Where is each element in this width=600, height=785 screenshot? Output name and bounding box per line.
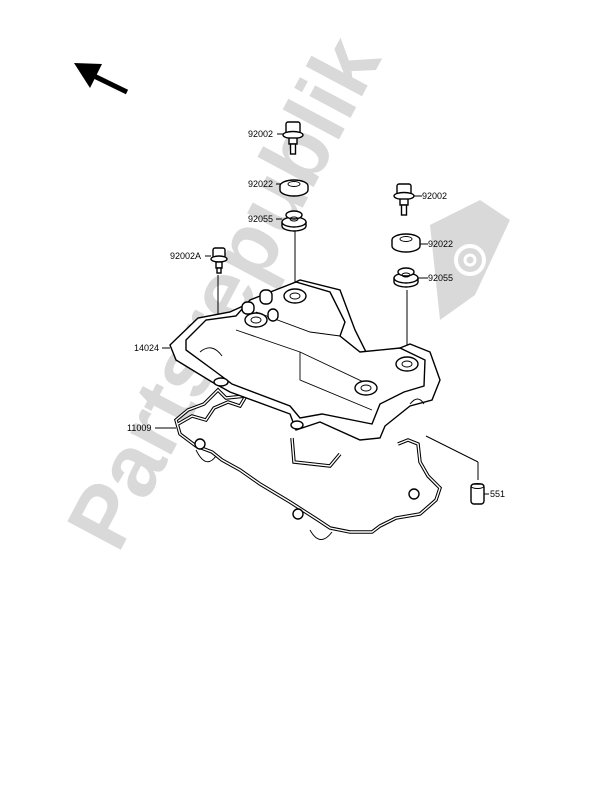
grommet-92055-left[interactable]: [281, 210, 307, 232]
gasket-11009[interactable]: [174, 387, 443, 540]
bolt-92002-left[interactable]: [282, 121, 304, 155]
label-92055-right: 92055: [428, 273, 453, 283]
label-92022-right: 92022: [428, 239, 453, 249]
watermark-gear-icon: [430, 200, 510, 320]
watermark-text: Partsrepublik: [47, 20, 399, 564]
label-92002-left: 92002: [248, 129, 273, 139]
label-11009: 11009: [127, 423, 151, 433]
label-92002-right: 92002: [422, 191, 447, 201]
washer-92022-left[interactable]: [279, 179, 309, 197]
label-92022-left: 92022: [248, 179, 273, 189]
cylinder-head-cover-14024[interactable]: [169, 279, 441, 441]
bolt-92002-right[interactable]: [393, 183, 415, 216]
front-arrow-icon: [74, 63, 129, 95]
bolt-92002A[interactable]: [210, 247, 228, 274]
grommet-92055-right[interactable]: [393, 267, 419, 288]
dowel-pin-551[interactable]: [470, 483, 485, 505]
washer-92022-right[interactable]: [391, 233, 421, 253]
label-551: 551: [490, 489, 505, 499]
label-14024: 14024: [134, 343, 159, 353]
label-92055-left: 92055: [248, 214, 273, 224]
label-92002A: 92002A: [170, 251, 201, 261]
